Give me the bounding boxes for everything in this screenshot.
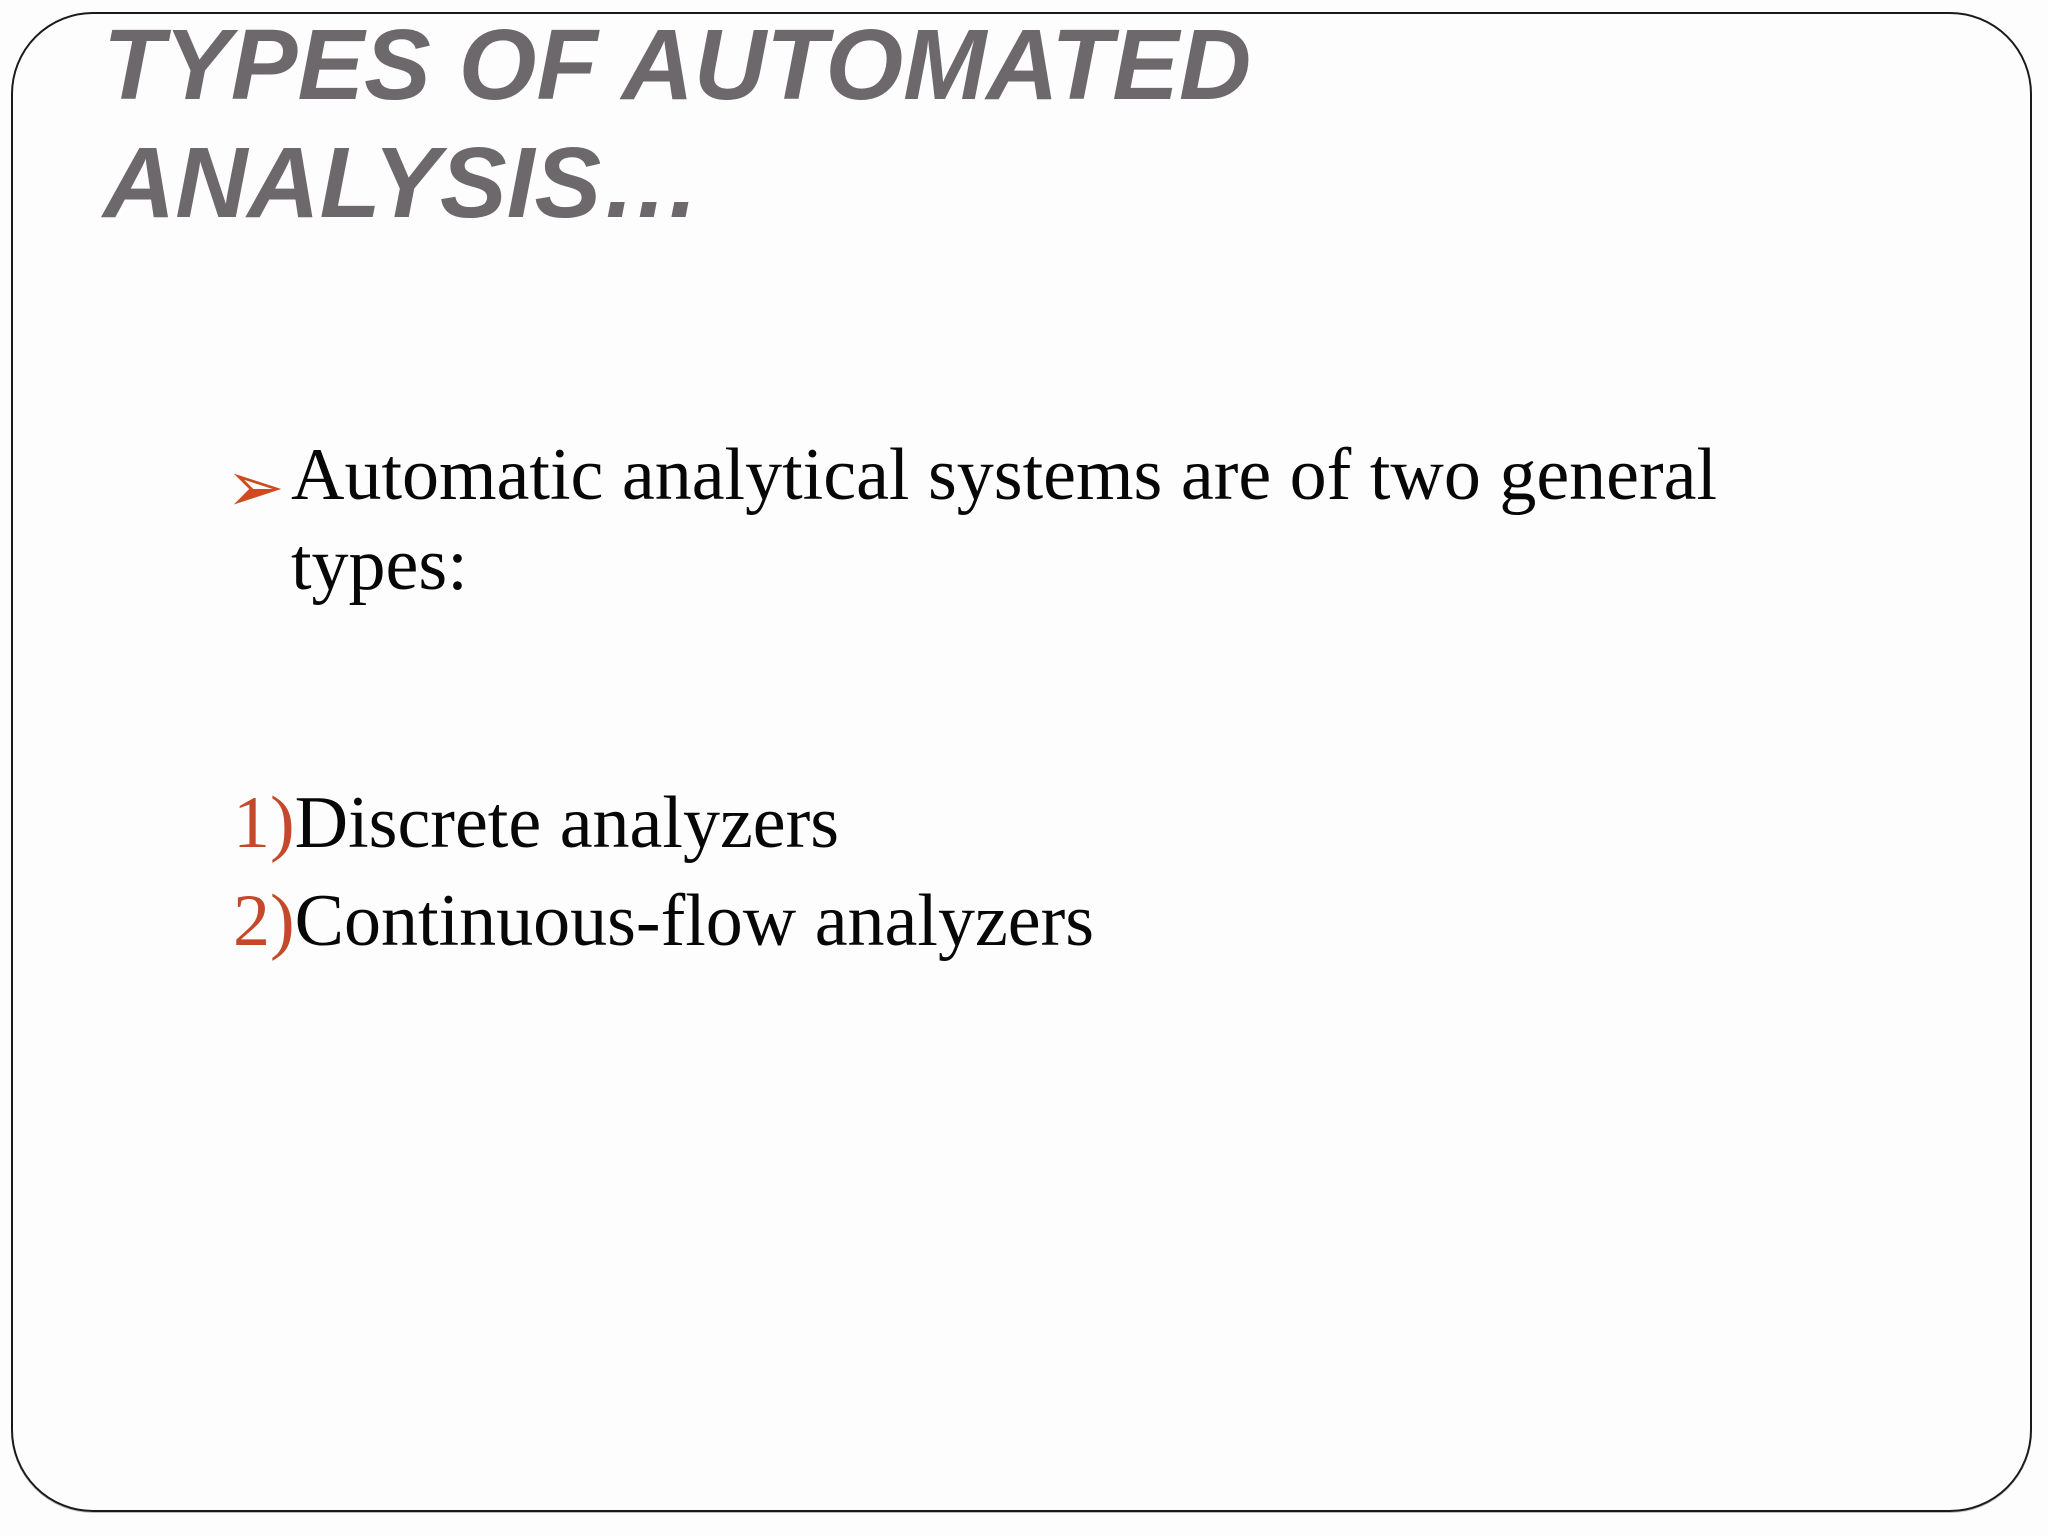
slide-border [11, 12, 2032, 1512]
list-item: 1)Discrete analyzers [233, 775, 1833, 873]
list-item-number: 1) [233, 782, 295, 864]
bullet-text-line2: types: [291, 524, 468, 607]
bullet-item: ➢ Automatic analytical systems are of tw… [226, 430, 1826, 611]
numbered-list: 1)Discrete analyzers 2)Continuous-flow a… [233, 775, 1833, 970]
list-item-text: Continuous-flow analyzers [294, 879, 1095, 962]
arrowhead-bullet-icon: ➢ [226, 446, 285, 528]
list-item: 2)Continuous-flow analyzers [233, 873, 1833, 971]
page-title: TYPES OF AUTOMATED ANALYSIS… [103, 6, 1803, 242]
list-item-number: 2) [233, 879, 295, 962]
page-title-line1: TYPES OF AUTOMATED [103, 9, 1252, 121]
bullet-text: Automatic analytical systems are of two … [291, 430, 1826, 611]
page-title-line2: ANALYSIS… [103, 127, 702, 239]
bullet-text-line1: Automatic analytical systems are of two … [291, 434, 1718, 516]
list-item-text: Discrete analyzers [294, 782, 840, 864]
